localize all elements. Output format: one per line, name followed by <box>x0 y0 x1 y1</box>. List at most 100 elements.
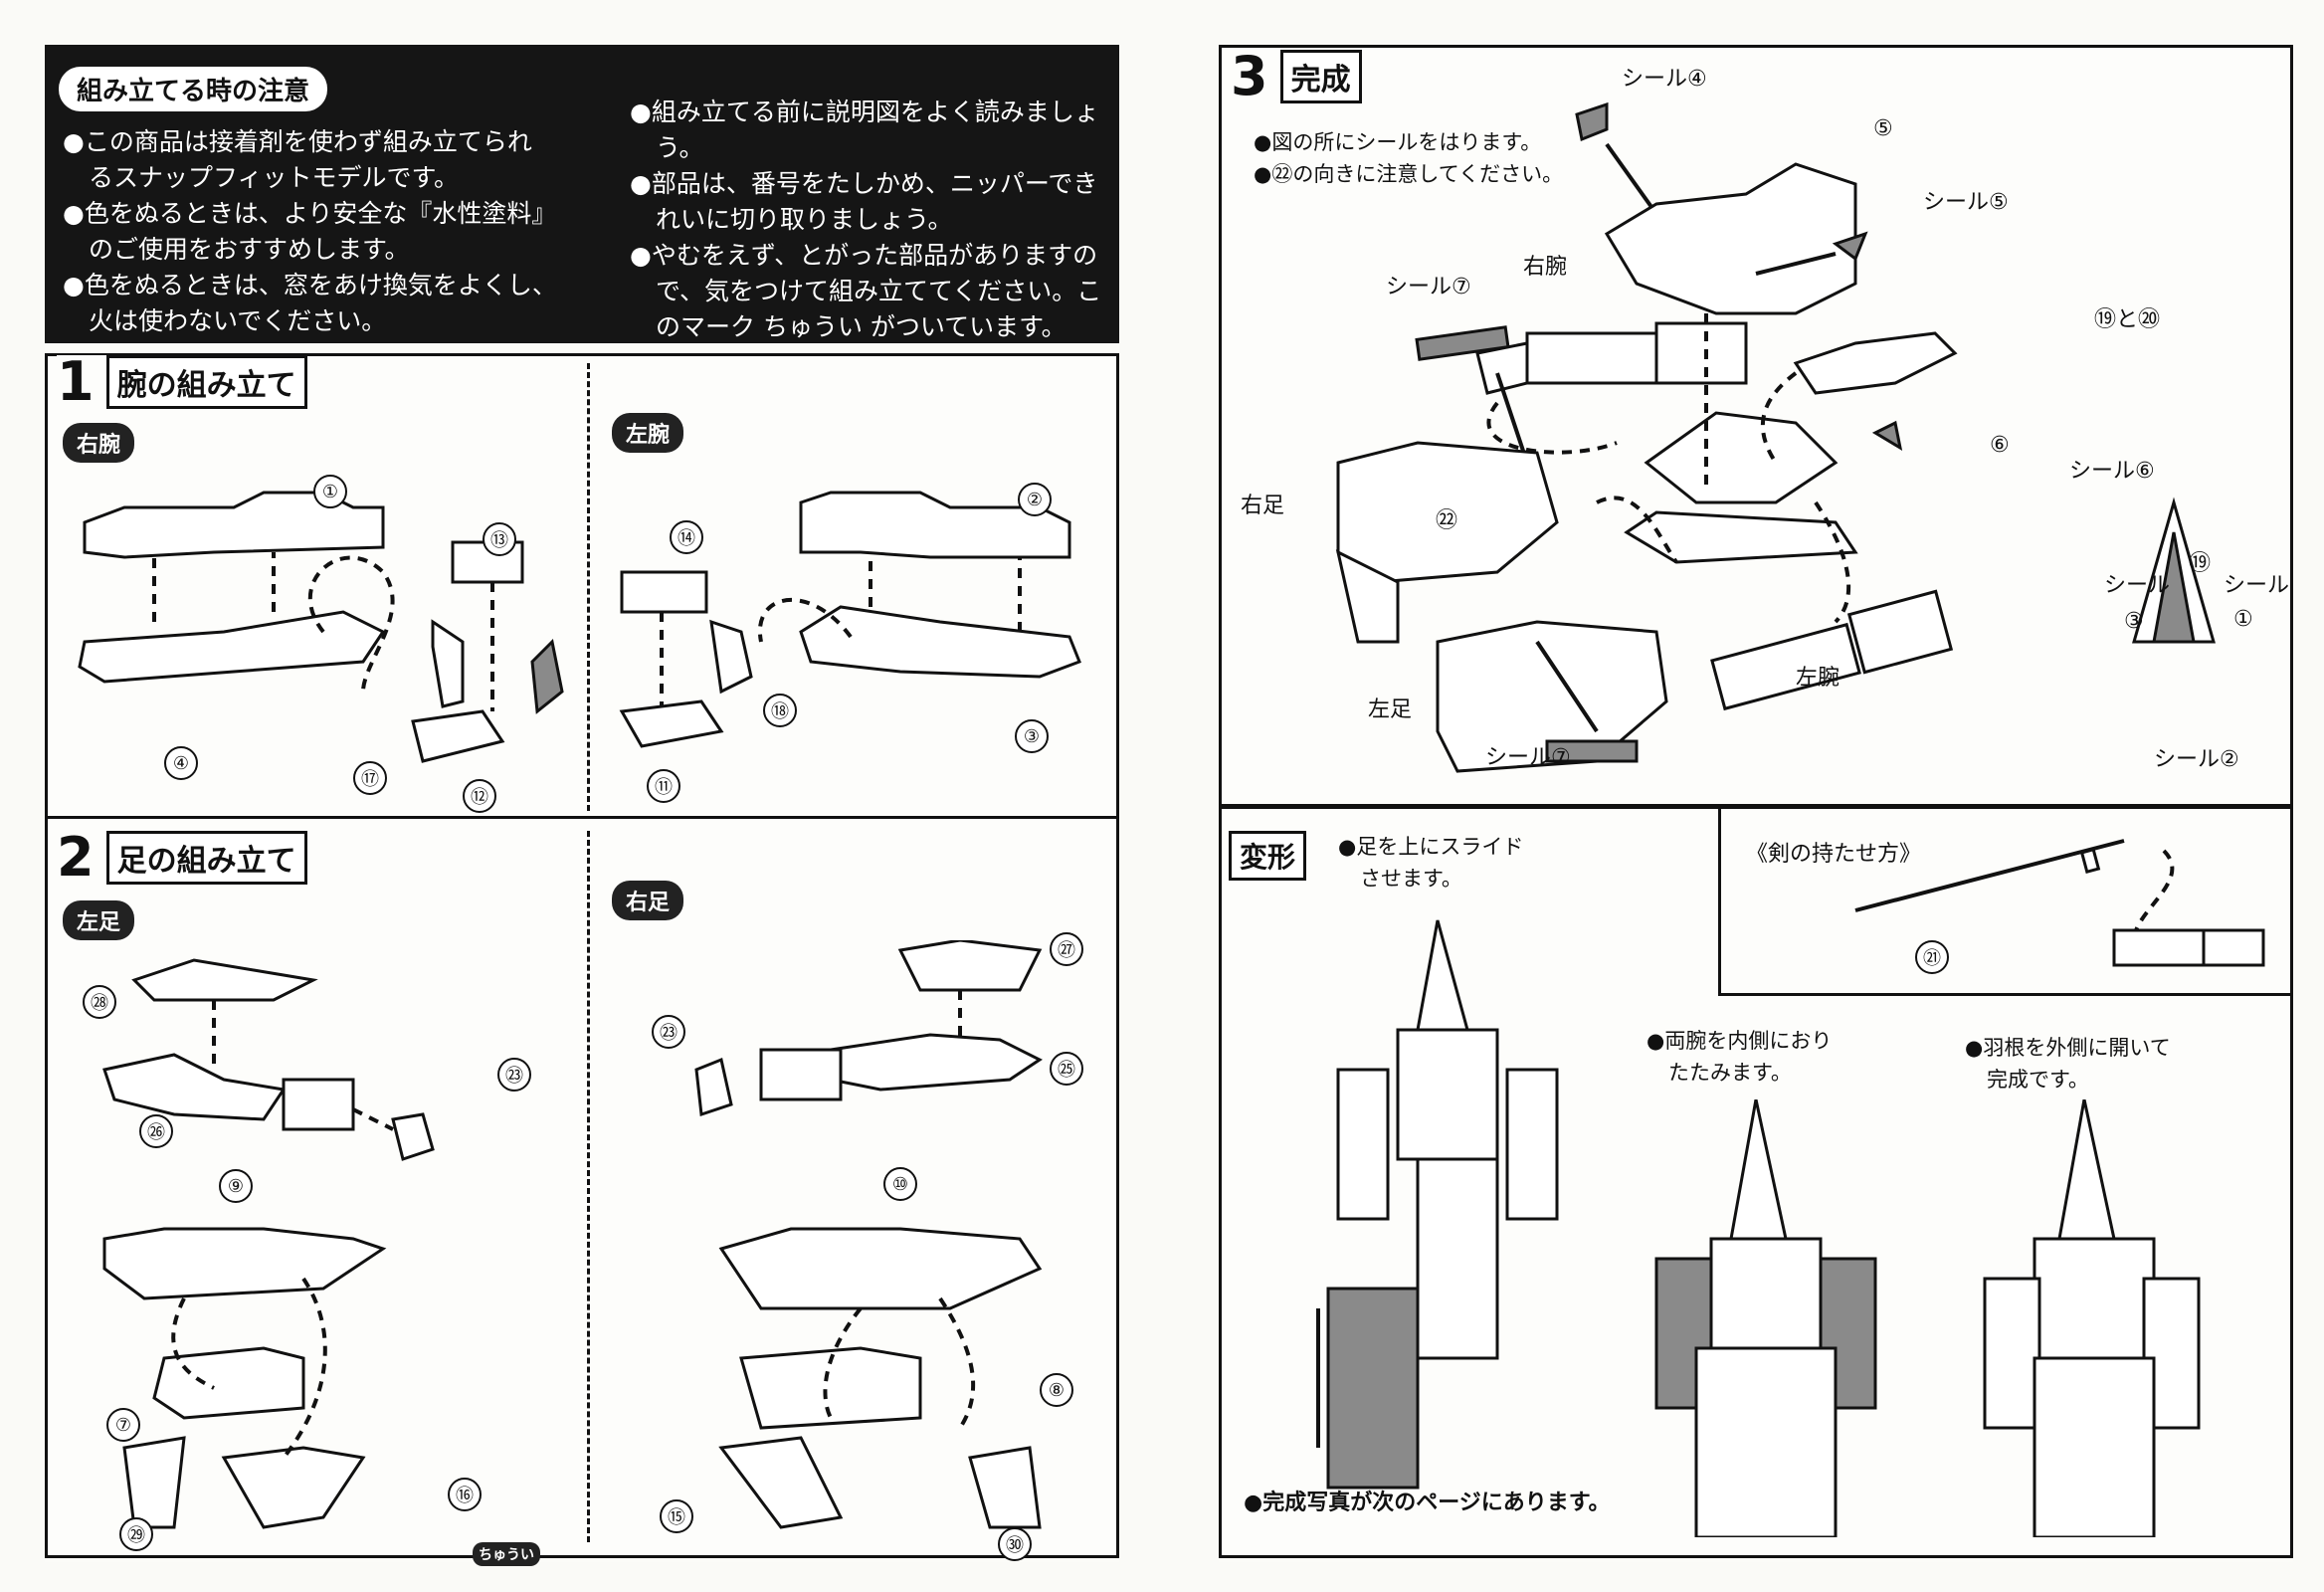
part-label: ㉘ <box>83 985 116 1019</box>
left-leg-tag: 左足 <box>63 900 135 940</box>
robot-stage-3 <box>1983 1099 2201 1537</box>
label-part19-20: ⑲と⑳ <box>2094 307 2161 332</box>
label-right-leg: 右足 <box>1241 494 1285 518</box>
seal-diagram-top: ⑲ <box>2189 551 2212 576</box>
right-leg-tag: 右足 <box>612 881 684 920</box>
notice-line: るスナップフィットモデルです。 <box>89 163 460 192</box>
part-label: ⑰ <box>353 761 387 795</box>
sword-title: 《剣の持たせ方》 <box>1746 842 1922 867</box>
label-part5: ⑤ <box>1873 116 1893 141</box>
note-line: ●足を上にスライド <box>1338 835 1524 859</box>
label-seal7-bottom: シール⑦ <box>1485 745 1571 770</box>
right-leg-diagram <box>694 940 1043 1529</box>
notice-line: ●色をぬるときは、より安全な『水性塗料』 <box>63 199 557 228</box>
label-seal6: シール⑥ <box>2069 459 2155 484</box>
part-label: ⑯ <box>448 1478 482 1511</box>
notice-box: 組み立てる時の注意 ●この商品は接着剤を使わず組み立てられ るスナップフィットモ… <box>45 45 1119 343</box>
notice-line: ●組み立てる前に説明図をよく読みましょ <box>630 98 1099 126</box>
notice-right: ●組み立てる前に説明図をよく読みましょ う。 ●部品は、番号をたしかめ、ニッパー… <box>630 95 1117 345</box>
notice-line: 火は使わないでください。 <box>89 306 387 335</box>
part-label: ㉑ <box>1915 940 1949 974</box>
step1-number: 1 <box>57 350 95 413</box>
step1-header: 1 腕の組み立て <box>57 355 307 409</box>
label-left-arm: 左腕 <box>1796 666 1840 691</box>
label-part6: ⑥ <box>1990 433 2010 458</box>
part-label: ④ <box>164 746 198 780</box>
part-label: ㉗ <box>1050 932 1083 966</box>
notice-line: れいに切り取りましょう。 <box>656 205 953 234</box>
left-leg-diagram <box>102 958 435 1529</box>
part-label: ⑭ <box>670 520 703 554</box>
part-label: ② <box>1018 483 1052 516</box>
step3-number: 3 <box>1231 45 1268 107</box>
notice-line: ●部品は、番号をたしかめ、ニッパーでき <box>630 169 1098 198</box>
sword-box <box>1718 806 2293 996</box>
robot-stage-1 <box>1316 919 1559 1490</box>
part-label: ⑬ <box>483 522 516 556</box>
part-label: ⑩ <box>883 1167 917 1201</box>
left-page: 組み立てる時の注意 ●この商品は接着剤を使わず組み立てられ るスナップフィットモ… <box>45 45 1119 1566</box>
right-arm-tag: 右腕 <box>63 423 135 463</box>
step2-number: 2 <box>57 826 95 889</box>
part-label: ⑧ <box>1040 1373 1073 1407</box>
note-line: ●羽根を外側に開いて <box>1965 1036 2171 1060</box>
part-label: ⑦ <box>106 1408 140 1442</box>
notice-line: のマーク ちゅうい がついています。 <box>656 312 1066 341</box>
label-seal5: シール⑤ <box>1923 190 2009 215</box>
left-arm-diagram <box>619 491 1081 748</box>
step3-notes: ●図の所にシールをはります。 ●㉒の向きに注意してください。 <box>1254 126 1563 190</box>
notice-line: ●色をぬるときは、窓をあけ換気をよくし、 <box>63 271 557 299</box>
right-page: 3 完成 ●図の所にシールをはります。 ●㉒の向きに注意してください。 <box>1219 45 2293 1562</box>
transform-step-c: ●羽根を外側に開いて 完成です。 <box>1965 1032 2171 1095</box>
note-line: たたみます。 <box>1668 1061 1792 1085</box>
notice-line: ●やむをえず、とがった部品がありますの <box>630 241 1098 270</box>
part-label: ⑨ <box>219 1169 253 1203</box>
notice-left: ●この商品は接着剤を使わず組み立てられ るスナップフィットモデルです。 ●色をぬ… <box>63 124 580 339</box>
transform-footer: ●完成写真が次のページにあります。 <box>1244 1491 1611 1515</box>
step-separator <box>45 816 1119 819</box>
seal-diagram-1: ① <box>2233 607 2253 632</box>
label-right-arm: 右腕 <box>1523 255 1568 280</box>
note-line: 完成です。 <box>1987 1068 2089 1092</box>
note-line: ●図の所にシールをはります。 <box>1254 130 1542 154</box>
part-label: ㉓ <box>497 1058 531 1092</box>
note-line: させます。 <box>1360 867 1462 891</box>
notice-title: 組み立てる時の注意 <box>59 67 328 111</box>
part-label: ③ <box>1015 719 1049 753</box>
robot-stage-2 <box>1654 1099 1877 1537</box>
part-label: ⑪ <box>647 769 680 803</box>
right-arm-diagram <box>78 491 564 763</box>
part-label: ⑮ <box>660 1499 693 1533</box>
part-label: ㉙ <box>119 1517 153 1551</box>
part-label: ⑱ <box>763 694 797 727</box>
part-label: ㉕ <box>1050 1052 1083 1086</box>
label-left-leg: 左足 <box>1368 697 1413 722</box>
notice-line: で、気をつけて組み立ててください。こ <box>656 277 1102 305</box>
notice-line: ●この商品は接着剤を使わず組み立てられ <box>63 127 532 156</box>
notice-line: のご使用をおすすめします。 <box>89 235 410 264</box>
caution-mark: ちゅうい <box>473 1542 540 1566</box>
transform-step-b: ●両腕を内側におり たたみます。 <box>1646 1025 1832 1089</box>
part-label: ㉖ <box>139 1114 173 1148</box>
part-label: ① <box>313 475 347 508</box>
left-arm-tag: 左腕 <box>612 413 684 453</box>
sword-diagram <box>1854 839 2265 967</box>
step2-title: 足の組み立て <box>105 831 307 885</box>
notice-line: う。 <box>656 133 704 162</box>
step1-divider <box>587 363 590 811</box>
part-label: ⑫ <box>463 779 496 813</box>
seal-diagram-right: シール <box>2224 573 2290 598</box>
note-line: ●両腕を内側におり <box>1646 1029 1833 1053</box>
step3-title: 完成 <box>1279 50 1362 103</box>
step3-header: 3 完成 <box>1231 50 1362 103</box>
step2-divider <box>587 831 590 1542</box>
seal-diagram-3: ③ <box>2124 609 2144 634</box>
final-assembly-diagram <box>1335 101 2216 773</box>
label-seal7-top: シール⑦ <box>1386 275 1471 299</box>
step1-title: 腕の組み立て <box>105 355 307 409</box>
part-label: ㉓ <box>652 1015 685 1049</box>
seal-diagram-bottom: シール② <box>2154 747 2239 772</box>
label-part22: ㉒ <box>1436 508 1458 533</box>
step2-header: 2 足の組み立て <box>57 831 307 885</box>
label-seal4: シール④ <box>1622 67 1707 92</box>
